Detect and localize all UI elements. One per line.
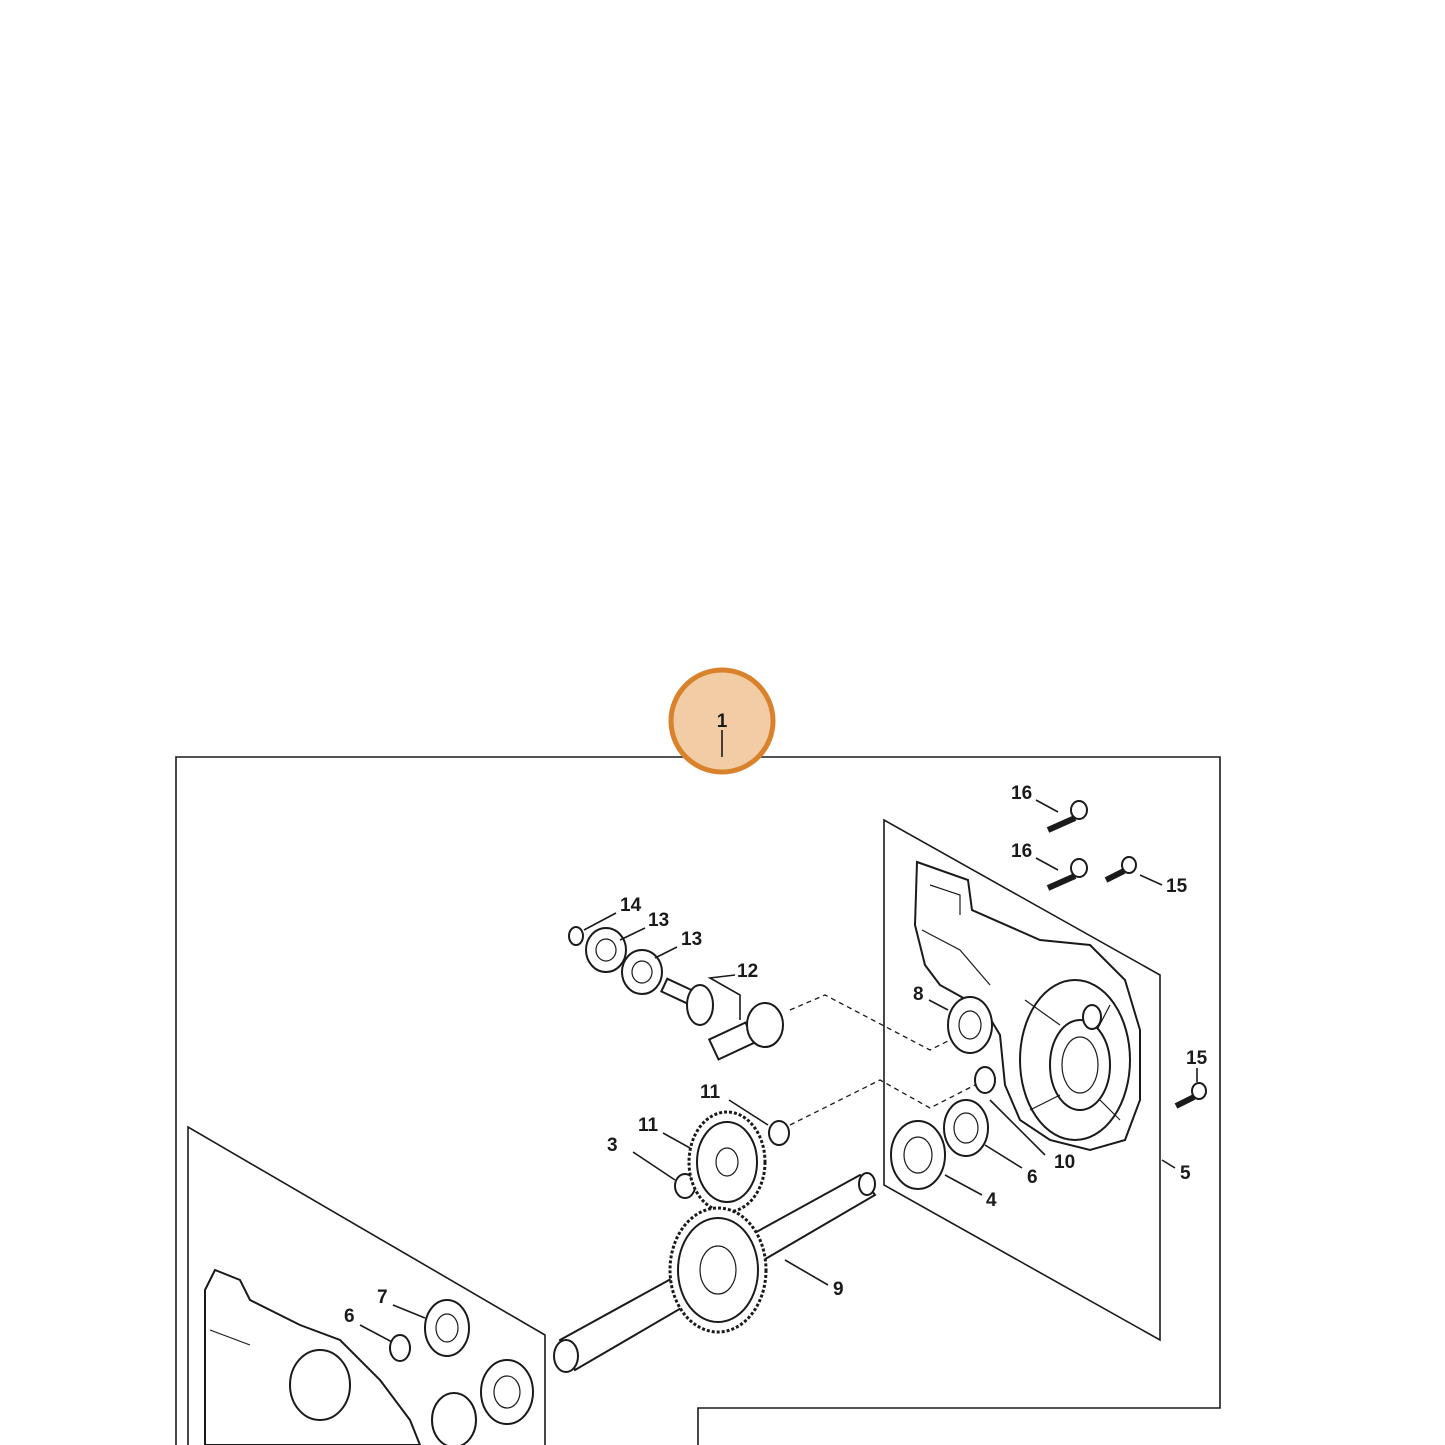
bearing-left-lower-b (431, 1392, 477, 1445)
bevel-pinion-12 (660, 977, 784, 1061)
gear-housing-right (913, 860, 1141, 1152)
bearing-13-a (585, 927, 627, 973)
bearing-13-b (621, 949, 663, 995)
needle-bearing-6-right (974, 1066, 996, 1094)
screw-16-middle (1046, 858, 1088, 891)
callout-7: 7 (377, 1287, 388, 1308)
callout-12: 12 (737, 961, 758, 982)
spur-gear-10 (687, 1110, 767, 1214)
callout-15-right: 15 (1186, 1048, 1208, 1069)
housing-panel-left (187, 1125, 546, 1445)
callout-6-right: 10 (1054, 1152, 1075, 1173)
callout-13-b: 13 (681, 929, 702, 950)
callout-3: 5 (1180, 1163, 1191, 1184)
needle-bearing-6-left (389, 1334, 411, 1362)
callout-10: 11 (638, 1115, 659, 1136)
housing-panel-right (883, 818, 1161, 1342)
callout-16-top: 16 (1011, 783, 1032, 804)
bearing-5 (890, 1120, 946, 1190)
screw-16-top (1046, 800, 1088, 833)
callout-16-middle: 16 (1011, 841, 1032, 862)
callout-13-a: 13 (648, 910, 669, 931)
shaft-9 (553, 1172, 877, 1373)
circlip-14 (568, 926, 584, 946)
callout-8: 8 (913, 984, 924, 1005)
highlighted-callout-1[interactable]: 1 (668, 667, 776, 775)
screw-15-right (1174, 1082, 1207, 1109)
callout-11-lower: 3 (607, 1135, 618, 1156)
callout-4: 6 (1027, 1167, 1038, 1188)
callout-5: 4 (986, 1190, 997, 1211)
callout-6-left: 6 (344, 1306, 355, 1327)
assembly-line-upper (789, 994, 951, 1051)
bearing-left-lower-a (480, 1359, 534, 1425)
washer-11-upper (768, 1120, 790, 1146)
assembly-line-lower (789, 1079, 976, 1126)
callout-11-upper: 11 (700, 1082, 721, 1103)
bearing-7 (424, 1299, 470, 1357)
leader-lines (359, 799, 1198, 1343)
assembly-frame (175, 756, 1221, 1445)
gear-housing-left (204, 1268, 422, 1445)
screw-15-top (1104, 856, 1137, 883)
callout-1: 1 (717, 711, 728, 732)
bearing-8 (947, 996, 993, 1054)
callout-15-top: 15 (1166, 876, 1188, 897)
callout-9: 9 (833, 1279, 844, 1300)
bearing-4 (943, 1099, 989, 1157)
callout-14: 14 (620, 895, 642, 916)
